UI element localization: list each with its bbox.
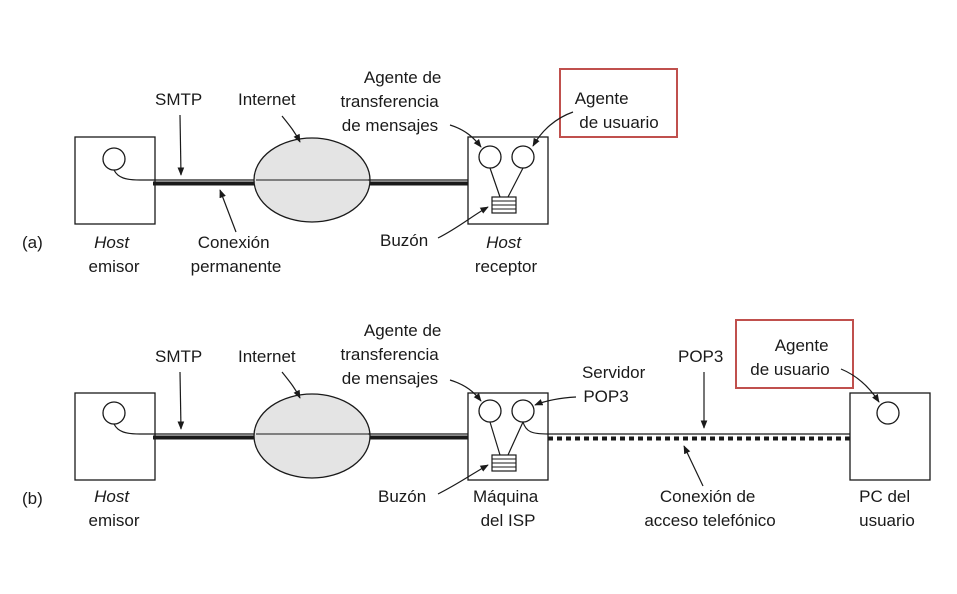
mailbox-icon	[491, 196, 517, 214]
panel-a-label: (a)	[22, 233, 43, 252]
mta-label: Agente de transferencia de mensajes	[340, 68, 446, 135]
user-agent-label: Agente de usuario	[750, 336, 833, 379]
receiver-user-agent-icon	[511, 145, 535, 169]
smtp-label: SMTP	[155, 90, 202, 109]
sender-host-label: Host emisor	[88, 487, 139, 530]
pop3-to-mailbox-line	[507, 421, 524, 456]
mta-arrow	[449, 379, 482, 402]
internet-cloud	[253, 393, 371, 479]
mailbox-arrow	[437, 206, 489, 239]
user-pc-user-agent-icon	[876, 401, 900, 425]
smtp-arrow	[177, 114, 185, 176]
mta-to-mailbox-line	[489, 421, 501, 456]
pop3-server-arrow	[534, 396, 577, 406]
sender-host-label: Host emisor	[88, 233, 139, 276]
pop3-server-icon	[511, 399, 535, 423]
sender-link-line	[113, 423, 256, 435]
panel-b: (b) SMTP Internet	[22, 319, 931, 530]
mailbox-arrow	[437, 464, 489, 495]
panel-a: (a) SMTP Internet Agente de tr	[22, 68, 678, 276]
smtp-label: SMTP	[155, 347, 202, 366]
isp-mta-icon	[478, 399, 502, 423]
sender-user-agent-icon	[102, 401, 126, 425]
dialup-connection-label: Conexión de acceso telefónico	[644, 487, 775, 530]
sender-user-agent-icon	[102, 147, 126, 171]
mta-arrow	[449, 124, 482, 148]
internet-label: Internet	[238, 347, 296, 366]
internet-arrow	[281, 371, 301, 399]
mta-label: Agente de transferencia de mensajes	[340, 321, 446, 388]
internet-arrow	[281, 115, 301, 143]
receiver-mta-icon	[478, 145, 502, 169]
user-agent-highlight-box	[735, 319, 854, 389]
panel-b-label: (b)	[22, 489, 43, 508]
user-agent-label: Agente de usuario	[575, 89, 659, 132]
user-agent-highlight-box	[559, 68, 678, 138]
user-pc-label: PC del usuario	[859, 487, 915, 530]
mta-to-mailbox-line	[489, 167, 501, 198]
isp-machine-label: Máquina del ISP	[473, 487, 543, 530]
user-agent-arrow	[532, 111, 574, 147]
internet-label: Internet	[238, 90, 296, 109]
permanent-connection-arrow	[219, 189, 237, 233]
user-pc-box	[849, 392, 931, 481]
permanent-connection-label: Conexión permanente	[191, 233, 282, 276]
mailbox-label: Buzón	[380, 231, 428, 250]
sender-link-line	[113, 169, 256, 181]
smtp-arrow	[177, 371, 185, 430]
user-agent-arrow	[840, 368, 880, 403]
mailbox-icon	[491, 454, 517, 472]
mailbox-label: Buzón	[378, 487, 426, 506]
pop3-label: POP3	[678, 347, 723, 366]
ua-to-mailbox-line	[507, 167, 524, 198]
dialup-connection-arrow	[683, 445, 704, 487]
pop3-server-label: Servidor POP3	[582, 363, 650, 406]
receiver-host-label: Host receptor	[475, 233, 538, 276]
